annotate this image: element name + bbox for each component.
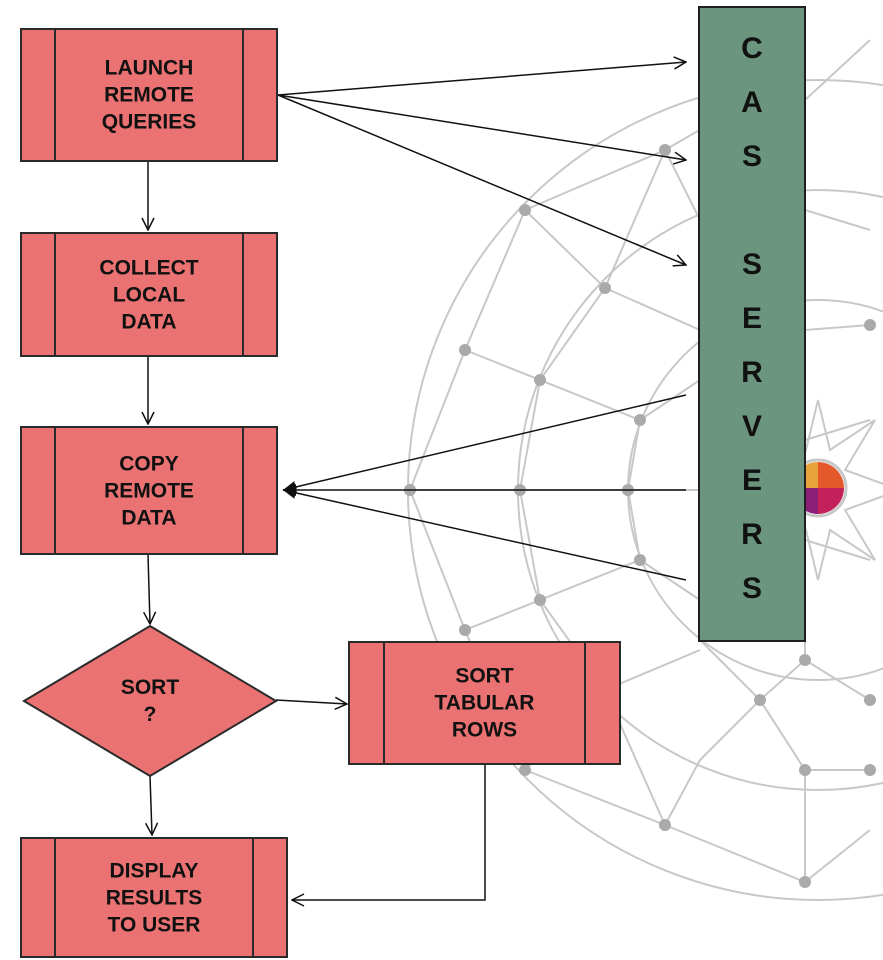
node <box>754 694 766 706</box>
node <box>459 344 471 356</box>
cas-servers-column: C A S S E R V E R S <box>698 6 806 642</box>
box-label-line: LAUNCH <box>104 56 194 80</box>
node <box>799 654 811 666</box>
node <box>799 764 811 776</box>
node <box>634 554 646 566</box>
node <box>519 764 531 776</box>
box-label-line: DISPLAY <box>109 859 199 882</box>
logo-slice <box>818 488 844 514</box>
box-side-bar <box>54 30 56 160</box>
box-label-line: LOCAL <box>112 283 186 306</box>
sort-decision-label: SORT ? <box>74 674 226 728</box>
box-label-line: DATA <box>121 506 177 529</box>
node <box>864 694 876 706</box>
decision-label-line: SORT <box>120 676 180 699</box>
arrow-server-to-copy-3 <box>282 486 687 581</box>
node <box>659 819 671 831</box>
arrow-launch-to-server-2 <box>277 94 686 160</box>
node <box>519 204 531 216</box>
server-letter: E <box>741 464 762 497</box>
box-side-bar <box>584 643 586 763</box>
launch-remote-queries-box: LAUNCH REMOTE QUERIES <box>20 28 278 162</box>
copy-remote-data-box: COPY REMOTE DATA <box>20 426 278 555</box>
arrow-decision-to-display <box>150 775 152 835</box>
decision-label-line: ? <box>143 703 157 726</box>
box-label-line: REMOTE <box>104 83 194 107</box>
node <box>459 624 471 636</box>
box-side-bar <box>54 428 56 553</box>
server-letter: A <box>741 86 763 119</box>
server-letter: V <box>741 410 762 443</box>
arrow-launch-to-server-1 <box>277 62 686 96</box>
arrow-copy-to-decision <box>148 554 150 624</box>
logo-slice <box>818 462 844 488</box>
arrow-launch-to-server-3 <box>277 94 686 265</box>
node <box>599 282 611 294</box>
server-letter: R <box>741 518 763 551</box>
box-label-line: COPY <box>119 452 179 475</box>
box-side-bar <box>252 839 254 956</box>
arrow-sort-to-display <box>292 765 486 900</box>
box-side-bar <box>54 839 56 956</box>
box-side-bar <box>242 234 244 355</box>
box-label-line: QUERIES <box>101 110 197 134</box>
box-label-line: DATA <box>121 310 177 333</box>
box-side-bar <box>54 234 56 355</box>
server-letter: R <box>741 356 763 389</box>
box-label-line: COLLECT <box>99 256 199 279</box>
server-letter: S <box>741 140 762 173</box>
server-letter: C <box>741 32 763 65</box>
box-label-line: RESULTS <box>105 886 203 909</box>
connectors <box>148 62 686 900</box>
box-label-line: SORT <box>455 664 514 688</box>
box-label-line: REMOTE <box>104 479 194 502</box>
server-letter: S <box>741 572 762 605</box>
box-side-bar <box>383 643 385 763</box>
node <box>864 764 876 776</box>
box-side-bar <box>242 428 244 553</box>
server-letter: S <box>741 248 762 281</box>
node <box>634 414 646 426</box>
box-label-line: TABULAR <box>434 691 535 715</box>
sort-decision-diamond <box>22 624 278 778</box>
sort-tabular-rows-box: SORT TABULAR ROWS <box>348 641 621 765</box>
node <box>799 876 811 888</box>
box-side-bar <box>242 30 244 160</box>
node <box>534 594 546 606</box>
display-results-box: DISPLAY RESULTS TO USER <box>20 837 288 958</box>
node <box>864 319 876 331</box>
node <box>534 374 546 386</box>
server-letter: E <box>741 302 762 335</box>
arrow-decision-to-sort <box>275 700 347 704</box>
box-label-line: TO USER <box>107 913 201 936</box>
collect-local-data-box: COLLECT LOCAL DATA <box>20 232 278 357</box>
node <box>659 144 671 156</box>
box-label-line: ROWS <box>451 718 518 742</box>
arrow-server-to-copy-1 <box>282 394 687 493</box>
